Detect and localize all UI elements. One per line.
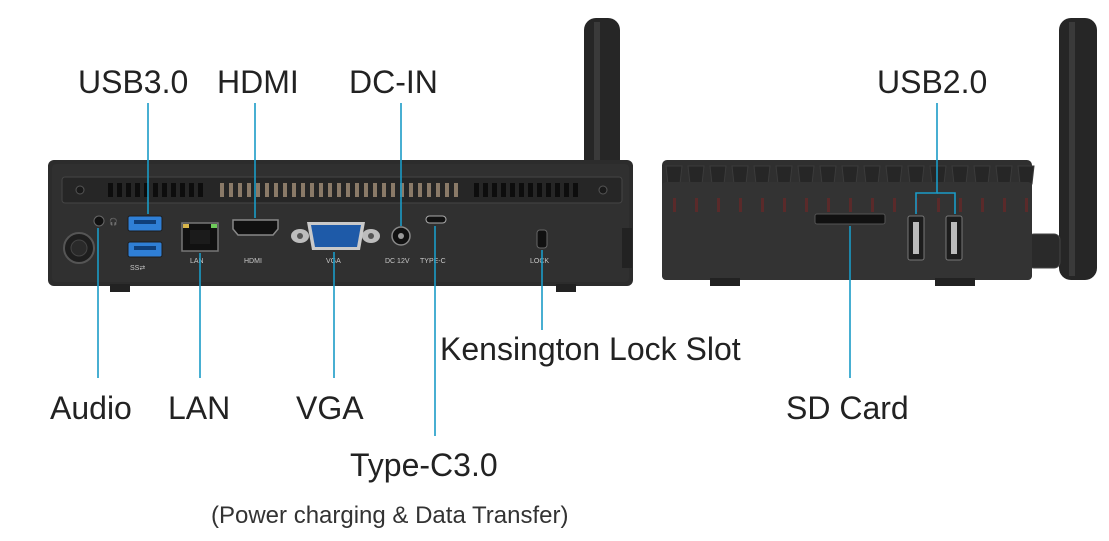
panel-label-dc: DC 12V bbox=[385, 258, 410, 265]
label-vga: VGA bbox=[296, 390, 364, 426]
panel-label-hdmi: HDMI bbox=[244, 258, 262, 265]
label-hdmi: HDMI bbox=[217, 64, 299, 100]
rear-panel-view: 🎧 SS⇄ LAN HDMI V bbox=[48, 18, 633, 292]
label-typec-note: (Power charging & Data Transfer) bbox=[211, 502, 569, 529]
label-usb20: USB2.0 bbox=[877, 64, 988, 100]
label-kensington: Kensington Lock Slot bbox=[440, 331, 741, 367]
leader-lines bbox=[97, 103, 956, 436]
leader-usb20 bbox=[915, 103, 938, 214]
svg-text:🎧: 🎧 bbox=[109, 217, 118, 226]
panel-label-typec: TYPE-C bbox=[420, 258, 446, 265]
panel-label-ss: SS⇄ bbox=[130, 265, 145, 272]
label-lan: LAN bbox=[168, 390, 231, 426]
label-usb30: USB3.0 bbox=[78, 64, 189, 100]
hdmi-port bbox=[232, 219, 279, 236]
label-typec: Type-C3.0 bbox=[350, 447, 498, 483]
audio-jack bbox=[93, 215, 105, 227]
label-sdcard: SD Card bbox=[786, 390, 909, 426]
typec-port bbox=[425, 215, 447, 224]
label-dcin: DC-IN bbox=[349, 64, 438, 100]
panel-label-lan: LAN bbox=[190, 258, 204, 265]
panel-label-lock: LOCK bbox=[530, 258, 549, 265]
side-panel-view bbox=[662, 18, 1097, 286]
sd-slot bbox=[814, 213, 886, 225]
kensington-slot bbox=[536, 229, 548, 249]
antenna-right bbox=[1059, 18, 1097, 280]
vga-port bbox=[291, 222, 380, 250]
label-audio: Audio bbox=[50, 390, 132, 426]
